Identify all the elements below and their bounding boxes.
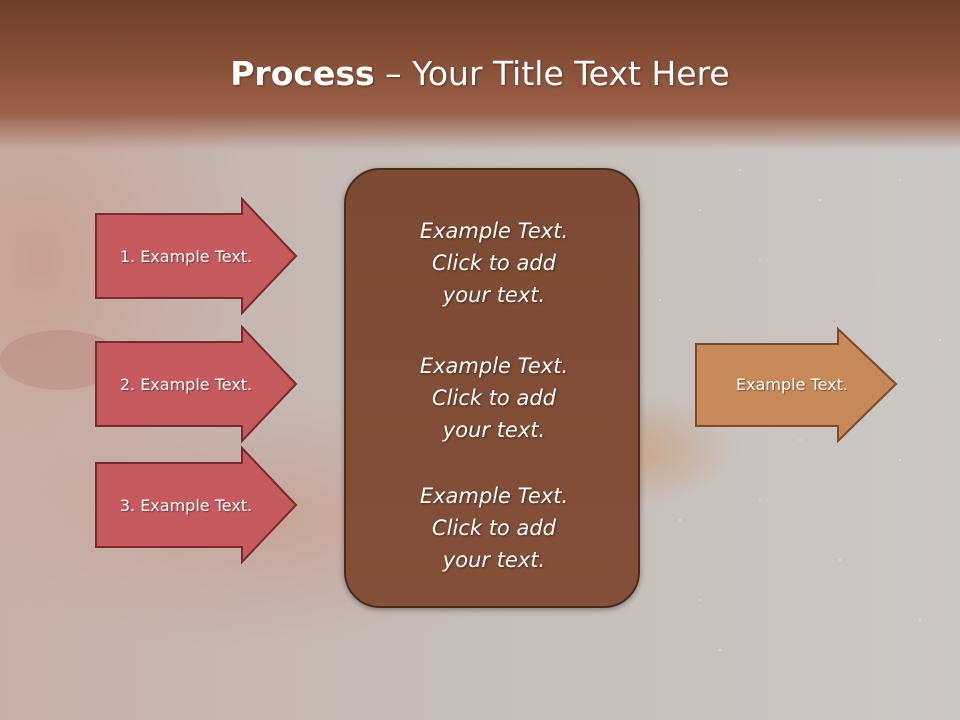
- center-text-3-line-1: Example Text.: [419, 484, 569, 508]
- title-band: [0, 0, 960, 150]
- left-arrow-3[interactable]: 3. Example Text.: [94, 445, 298, 565]
- center-text-1-line-3: your text.: [442, 283, 546, 307]
- slide-title: Process – Your Title Text Here: [0, 52, 960, 96]
- right-arrow-shape: [695, 326, 898, 444]
- left-arrow-2[interactable]: 2. Example Text.: [94, 324, 298, 444]
- right-arrow-label: Example Text.: [736, 374, 848, 394]
- left-arrow-1-shape: [95, 196, 298, 316]
- center-text-2-line-3: your text.: [442, 418, 546, 442]
- center-text-1-line-2: Click to add: [431, 251, 556, 275]
- left-arrow-3-shape: [95, 445, 298, 565]
- center-text-block-3[interactable]: Example Text. Click to add your text.: [346, 480, 642, 576]
- center-text-box[interactable]: Example Text. Click to add your text. Ex…: [344, 168, 640, 608]
- left-arrow-1-label: 1. Example Text.: [119, 246, 253, 266]
- center-text-block-2[interactable]: Example Text. Click to add your text.: [346, 350, 642, 446]
- center-text-1-line-1: Example Text.: [419, 219, 569, 243]
- center-text-3-line-3: your text.: [442, 548, 546, 572]
- slide-title-rest: – Your Title Text Here: [374, 54, 730, 93]
- right-arrow[interactable]: Example Text.: [694, 326, 898, 444]
- left-arrow-2-shape: [95, 324, 298, 444]
- center-text-block-1[interactable]: Example Text. Click to add your text.: [346, 215, 642, 311]
- left-arrow-1[interactable]: 1. Example Text.: [94, 196, 298, 316]
- center-text-2-line-2: Click to add: [431, 386, 556, 410]
- left-arrow-2-label: 2. Example Text.: [119, 374, 253, 394]
- left-arrow-3-label: 3. Example Text.: [119, 495, 253, 515]
- center-text-2-line-1: Example Text.: [419, 354, 569, 378]
- center-text-3-line-2: Click to add: [431, 516, 556, 540]
- slide-title-bold: Process: [230, 54, 375, 93]
